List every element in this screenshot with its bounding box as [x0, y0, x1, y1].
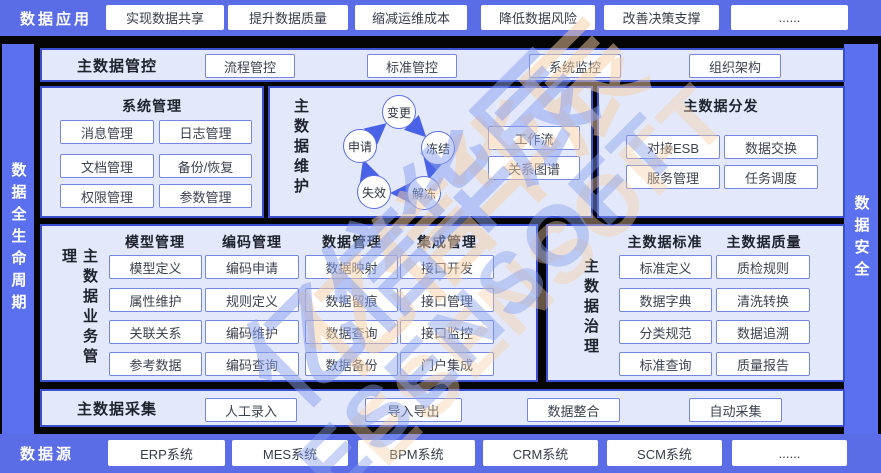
collection-panel: 主数据采集 人工录入 导入导出 数据整合 自动采集 [40, 389, 845, 427]
cycle-arrows [359, 114, 444, 204]
data-integration[interactable]: 数据整合 [527, 398, 620, 422]
system-management-panel: 系统管理 消息管理 日志管理 文档管理 备份/恢复 权限管理 参数管理 [40, 86, 264, 218]
source-more[interactable]: ...... [732, 440, 847, 466]
interface-manage[interactable]: 接口管理 [400, 288, 494, 312]
app-benefit-decision[interactable]: 改善决策支撑 [604, 5, 719, 30]
data-trace-mark[interactable]: 数据留痕 [305, 288, 398, 312]
app-benefit-risk[interactable]: 降低数据风险 [481, 5, 595, 30]
dist-esb[interactable]: 对接ESB [626, 135, 720, 159]
cycle-node-apply: 申请 [343, 129, 377, 163]
collection-title: 主数据采集 [77, 400, 158, 418]
code-apply[interactable]: 编码申请 [205, 255, 299, 279]
source-mes[interactable]: MES系统 [232, 440, 348, 466]
maintenance-panel: 主数据维护 变更 冻结 解冻 失效 申请 工作流 关系图谱 [268, 86, 593, 218]
sys-permission[interactable]: 权限管理 [60, 184, 154, 208]
source-bpm[interactable]: BPM系统 [358, 440, 475, 466]
security-label: 数据安全 [852, 195, 870, 283]
classification-spec[interactable]: 分类规范 [619, 320, 712, 344]
auto-collect[interactable]: 自动采集 [689, 398, 782, 422]
maintenance-workflow[interactable]: 工作流 [488, 126, 580, 150]
master-data-control-title: 主数据管控 [77, 57, 158, 75]
control-standard[interactable]: 标准管控 [367, 54, 457, 78]
control-organization[interactable]: 组织架构 [689, 54, 781, 78]
import-export[interactable]: 导入导出 [365, 398, 462, 422]
dist-exchange[interactable]: 数据交换 [724, 135, 818, 159]
app-benefit-more[interactable]: ...... [731, 5, 848, 30]
business-management-title: 主数据业务管理 [60, 248, 98, 368]
data-dictionary[interactable]: 数据字典 [619, 288, 712, 312]
relation-link[interactable]: 关联关系 [109, 320, 202, 344]
data-mgmt-header: 数据管理 [322, 234, 382, 250]
clean-transform[interactable]: 清洗转换 [716, 288, 810, 312]
rule-define[interactable]: 规则定义 [205, 288, 299, 312]
coding-mgmt-header: 编码管理 [222, 234, 282, 250]
quality-header: 主数据质量 [726, 234, 802, 250]
data-source-bar: 数据源 ERP系统 MES系统 BPM系统 CRM系统 SCM系统 ...... [0, 434, 881, 473]
portal-integration[interactable]: 门户集成 [400, 352, 494, 376]
business-management-panel: 主数据业务管理 模型管理 编码管理 数据管理 集成管理 模型定义 属性维护 关联… [40, 224, 538, 382]
governance-panel: 主数据治理 主数据标准 主数据质量 标准定义 数据字典 分类规范 标准查询 质检… [546, 224, 845, 382]
control-monitor[interactable]: 系统监控 [529, 54, 621, 78]
data-mapping[interactable]: 数据映射 [305, 255, 398, 279]
code-maintain[interactable]: 编码维护 [205, 320, 299, 344]
sys-message[interactable]: 消息管理 [60, 120, 154, 144]
attribute-maintain[interactable]: 属性维护 [109, 288, 202, 312]
app-benefit-quality[interactable]: 提升数据质量 [228, 5, 348, 30]
integration-mgmt-header: 集成管理 [417, 234, 477, 250]
control-process[interactable]: 流程管控 [205, 54, 295, 78]
data-trace-back[interactable]: 数据追溯 [716, 320, 810, 344]
dist-service[interactable]: 服务管理 [626, 165, 720, 189]
distribution-title: 主数据分发 [683, 98, 759, 114]
governance-title: 主数据治理 [582, 258, 599, 358]
security-sidebar: 数据安全 [844, 44, 878, 434]
reference-data[interactable]: 参考数据 [109, 352, 202, 376]
manual-entry[interactable]: 人工录入 [205, 398, 297, 422]
cycle-node-unfreeze: 解冻 [407, 176, 441, 210]
sys-log[interactable]: 日志管理 [159, 120, 252, 144]
sys-document[interactable]: 文档管理 [60, 154, 154, 178]
standard-header: 主数据标准 [627, 234, 703, 250]
app-benefit-share[interactable]: 实现数据共享 [106, 5, 224, 30]
sys-parameter[interactable]: 参数管理 [159, 184, 252, 208]
standard-define[interactable]: 标准定义 [619, 255, 712, 279]
quality-report[interactable]: 质量报告 [716, 352, 810, 376]
code-query[interactable]: 编码查询 [205, 352, 299, 376]
model-define[interactable]: 模型定义 [109, 255, 202, 279]
lifecycle-sidebar: 数据全生命周期 [2, 44, 34, 434]
model-mgmt-header: 模型管理 [125, 234, 185, 250]
source-scm[interactable]: SCM系统 [607, 440, 722, 466]
source-crm[interactable]: CRM系统 [483, 440, 598, 466]
source-erp[interactable]: ERP系统 [108, 440, 225, 466]
app-benefit-cost[interactable]: 缩减运维成本 [355, 5, 467, 30]
cycle-node-freeze: 冻结 [421, 131, 455, 165]
data-application-label: 数据应用 [20, 10, 93, 28]
data-application-bar: 数据应用 实现数据共享 提升数据质量 缩减运维成本 降低数据风险 改善决策支撑 … [0, 0, 881, 36]
dist-task[interactable]: 任务调度 [724, 165, 818, 189]
interface-monitor[interactable]: 接口监控 [400, 320, 494, 344]
sys-backup[interactable]: 备份/恢复 [159, 154, 252, 178]
standard-query[interactable]: 标准查询 [619, 352, 712, 376]
lifecycle-label: 数据全生命周期 [9, 162, 27, 316]
quality-rule[interactable]: 质检规则 [716, 255, 810, 279]
cycle-node-invalidate: 失效 [357, 175, 391, 209]
maintenance-title: 主数据维护 [292, 98, 309, 198]
data-source-label: 数据源 [20, 446, 75, 463]
distribution-panel: 主数据分发 对接ESB 数据交换 服务管理 任务调度 [597, 86, 845, 218]
master-data-control-panel: 主数据管控 流程管控 标准管控 系统监控 组织架构 [40, 48, 845, 82]
cycle-node-change: 变更 [382, 95, 416, 129]
data-backup[interactable]: 数据备份 [305, 352, 398, 376]
system-management-title: 系统管理 [122, 98, 182, 114]
interface-develop[interactable]: 接口开发 [400, 255, 494, 279]
data-query[interactable]: 数据查询 [305, 320, 398, 344]
maintenance-relation-graph[interactable]: 关系图谱 [488, 156, 580, 180]
